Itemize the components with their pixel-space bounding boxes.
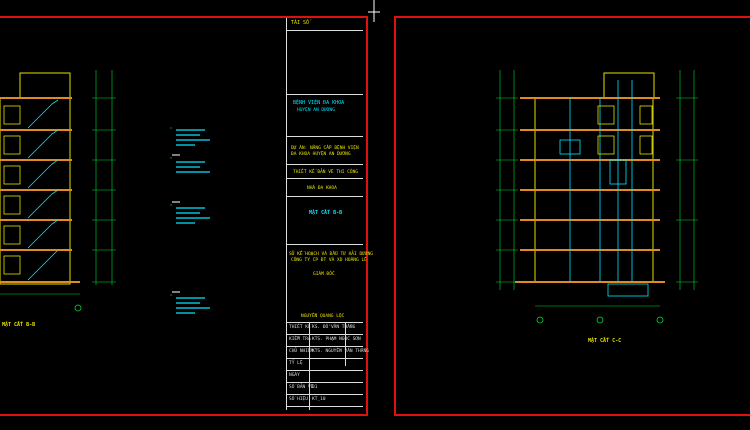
- title-block: TÀI SỐ BỆNH VIỆN ĐA KHOA HUYỆN AN DƯƠNG …: [286, 18, 373, 410]
- company-line-2: CÔNG TY CP ĐT VÀ XD HOÀNG LÊ: [291, 258, 367, 263]
- title-block-row: TỶ LỆ: [287, 358, 363, 371]
- title-block-row-label: THIẾT KẾ: [289, 325, 311, 330]
- project-line-2: ĐA KHOA HUYỆN AN DƯƠNG: [291, 152, 351, 157]
- title-block-row-label: SỐ HIỆU: [289, 397, 308, 402]
- title-block-row: SỐ HIỆU KT_10: [287, 394, 363, 407]
- title-block-row-label: TỶ LỆ: [289, 361, 303, 366]
- hospital-name: BỆNH VIỆN ĐA KHOA: [293, 100, 345, 106]
- title-block-row-value: 01: [312, 385, 318, 390]
- title-block-row-label: SỐ BẢN VẼ: [289, 385, 314, 390]
- title-block-row-value: KT_10: [312, 397, 326, 402]
- director-name: NGUYỄN QUANG LỘC: [301, 314, 345, 319]
- title-block-row-value: KTS. NGUYỄN VĂN THẮNG: [312, 349, 369, 354]
- title-block-row-label: CHỦ NHIỆM: [289, 349, 314, 354]
- building-name: NHÀ ĐA KHOA: [307, 186, 337, 191]
- left-section-label: MẶT CẮT B-B: [2, 322, 36, 328]
- title-block-row-value: KS. ĐỖ VĂN THẮNG: [312, 325, 356, 330]
- design-stage: THIẾT KẾ BẢN VẼ THI CÔNG: [293, 170, 359, 175]
- project-line-1: DỰ ÁN: NÂNG CẤP BỆNH VIỆN: [291, 146, 359, 151]
- title-block-row: NGÀY: [287, 370, 363, 383]
- title-block-header: TÀI SỐ: [291, 20, 310, 26]
- company-line-3: GIÁM ĐỐC: [313, 272, 335, 277]
- right-sheet-frame: [394, 16, 750, 416]
- right-section-label: MẶT CẮT C-C: [588, 338, 622, 344]
- drawing-title: MẶT CẮT B-B: [309, 210, 343, 216]
- title-block-row-value: KTS. PHẠM NGỌC SƠN: [312, 337, 361, 342]
- company-line-1: SỞ KẾ HOẠCH VÀ ĐẦU TƯ HẢI DƯƠNG: [289, 252, 373, 257]
- left-sheet-frame: [0, 16, 368, 416]
- title-block-row-label: NGÀY: [289, 373, 300, 378]
- title-block-row-label: KIỂM TRA: [289, 337, 311, 342]
- district-name: HUYỆN AN DƯƠNG: [297, 108, 335, 113]
